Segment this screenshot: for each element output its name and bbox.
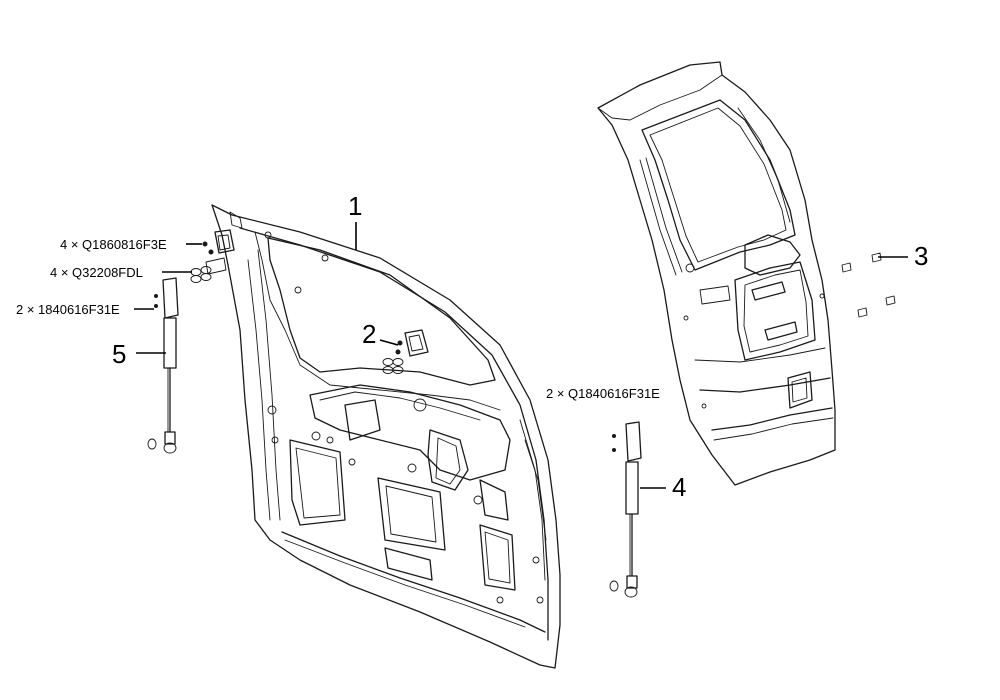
callout-1: 1 — [348, 191, 362, 221]
hinge-assembly-left — [190, 229, 235, 283]
tailgate-inner-panel — [211, 204, 561, 669]
label-strut-bolt-left: 2 × 1840616F31E — [16, 302, 120, 317]
callout-2: 2 — [362, 319, 376, 349]
gas-strut-left — [147, 277, 179, 454]
label-hinge-bolt-left: 4 × Q1860816F3E — [60, 237, 167, 252]
gas-strut-right — [609, 421, 642, 598]
callout-4: 4 — [672, 472, 686, 502]
label-hinge-nut-left: 4 × Q32208FDL — [50, 265, 143, 280]
leader-lines — [134, 222, 908, 489]
tailgate-outer-panel — [597, 61, 836, 486]
callout-5: 5 — [112, 339, 126, 369]
hinge-part-2 — [382, 329, 429, 374]
callout-3: 3 — [914, 241, 928, 271]
clips-part-3 — [841, 252, 896, 318]
label-strut-bolt-right: 2 × Q1840616F31E — [546, 386, 660, 401]
